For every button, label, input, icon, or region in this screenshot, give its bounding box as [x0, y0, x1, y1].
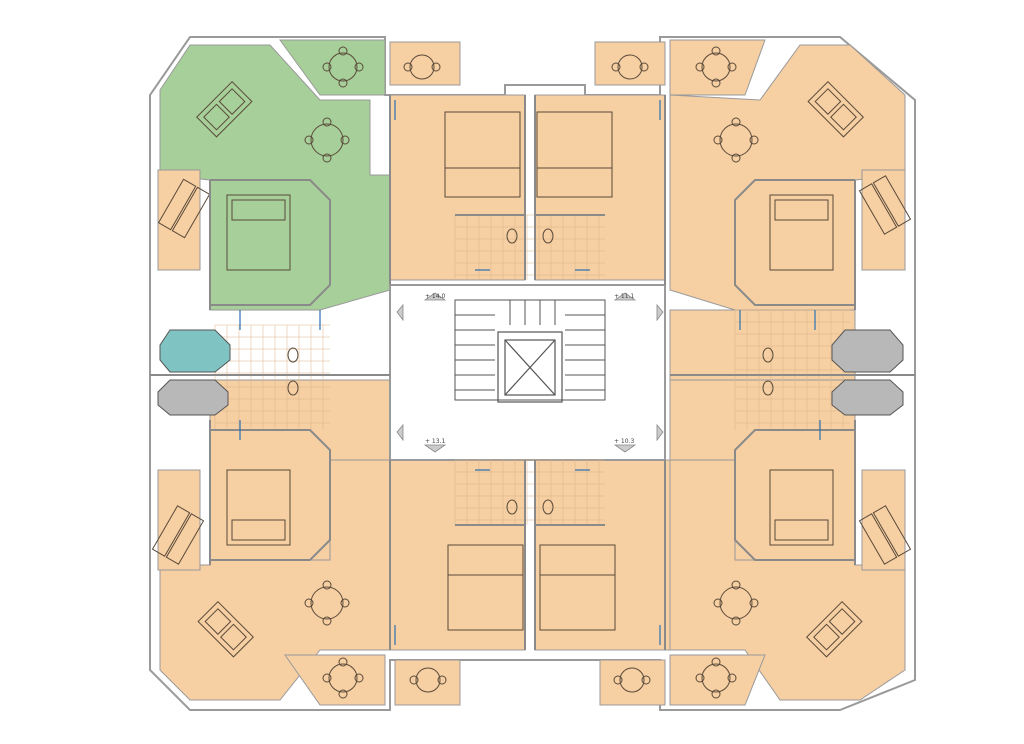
bed-icon [539, 544, 616, 631]
dining-table-icon [322, 657, 364, 699]
bed-icon [769, 194, 834, 271]
sun-lounger-icon [151, 505, 205, 565]
sofa-icon [197, 601, 254, 658]
unit-south-left-balcony [394, 659, 461, 706]
level-mark-lower-right: + 10.3 [614, 438, 634, 445]
pool-icon [159, 329, 231, 373]
sofa-icon [806, 601, 863, 658]
unit-south-right-balcony [599, 659, 666, 706]
dining-table-icon [611, 54, 649, 80]
unit-south-east [669, 459, 906, 701]
bed-icon [447, 544, 524, 631]
unit-north-left [389, 94, 526, 281]
toilet-icon [287, 228, 774, 515]
sun-lounger-icon [157, 178, 211, 239]
dining-table-icon [713, 580, 759, 626]
unit-north-left-balcony [389, 41, 461, 86]
unit-south-left [389, 459, 526, 651]
elevator-icon [497, 331, 563, 403]
unit-south-right [534, 459, 671, 651]
level-arrow-icon [396, 292, 664, 453]
central-core: + 14.0 + 11.1 + 13.1 + 10.3 [389, 284, 666, 461]
dining-table-icon [304, 117, 350, 163]
dining-table-icon [304, 580, 350, 626]
unit-east-middle [669, 309, 856, 381]
balcony-east-lower [861, 469, 906, 571]
bed-icon [769, 469, 834, 546]
dining-table-icon [713, 117, 759, 163]
dining-table-icon [613, 667, 651, 693]
unit-south-east-balcony [669, 654, 766, 706]
bed-icon [536, 111, 613, 198]
sun-lounger-icon [858, 175, 912, 235]
unit-south-west-balcony [284, 654, 386, 706]
building-outline [149, 36, 916, 711]
unit-north-east-balcony [669, 39, 766, 96]
sun-lounger-icon [858, 505, 912, 565]
sofa-icon [196, 81, 253, 138]
unit-north-right-balcony [594, 41, 666, 86]
dining-table-icon [403, 54, 441, 80]
level-mark-lower-left: + 13.1 [425, 438, 445, 445]
balcony-west-lower [157, 469, 201, 571]
bed-icon [226, 194, 291, 271]
bed-icon [226, 469, 291, 546]
gravel-areas [157, 329, 904, 416]
unit-north-right [534, 94, 666, 281]
balcony-east-upper [861, 169, 906, 271]
units-layer [157, 39, 906, 706]
stair-icon [454, 299, 606, 401]
level-mark-upper-left: + 14.0 [425, 293, 445, 300]
interior-walls [150, 95, 915, 650]
door-swings [239, 100, 821, 645]
sofa-icon [807, 81, 864, 138]
dining-table-icon [695, 657, 737, 699]
unit-north-west-balcony [279, 39, 386, 96]
dining-table-icon [695, 46, 737, 88]
bed-icon [444, 111, 521, 198]
dining-table-icon [322, 46, 364, 88]
dining-table-icon [409, 667, 447, 693]
furniture-layer [151, 46, 912, 699]
level-mark-upper-right: + 11.1 [614, 293, 634, 300]
